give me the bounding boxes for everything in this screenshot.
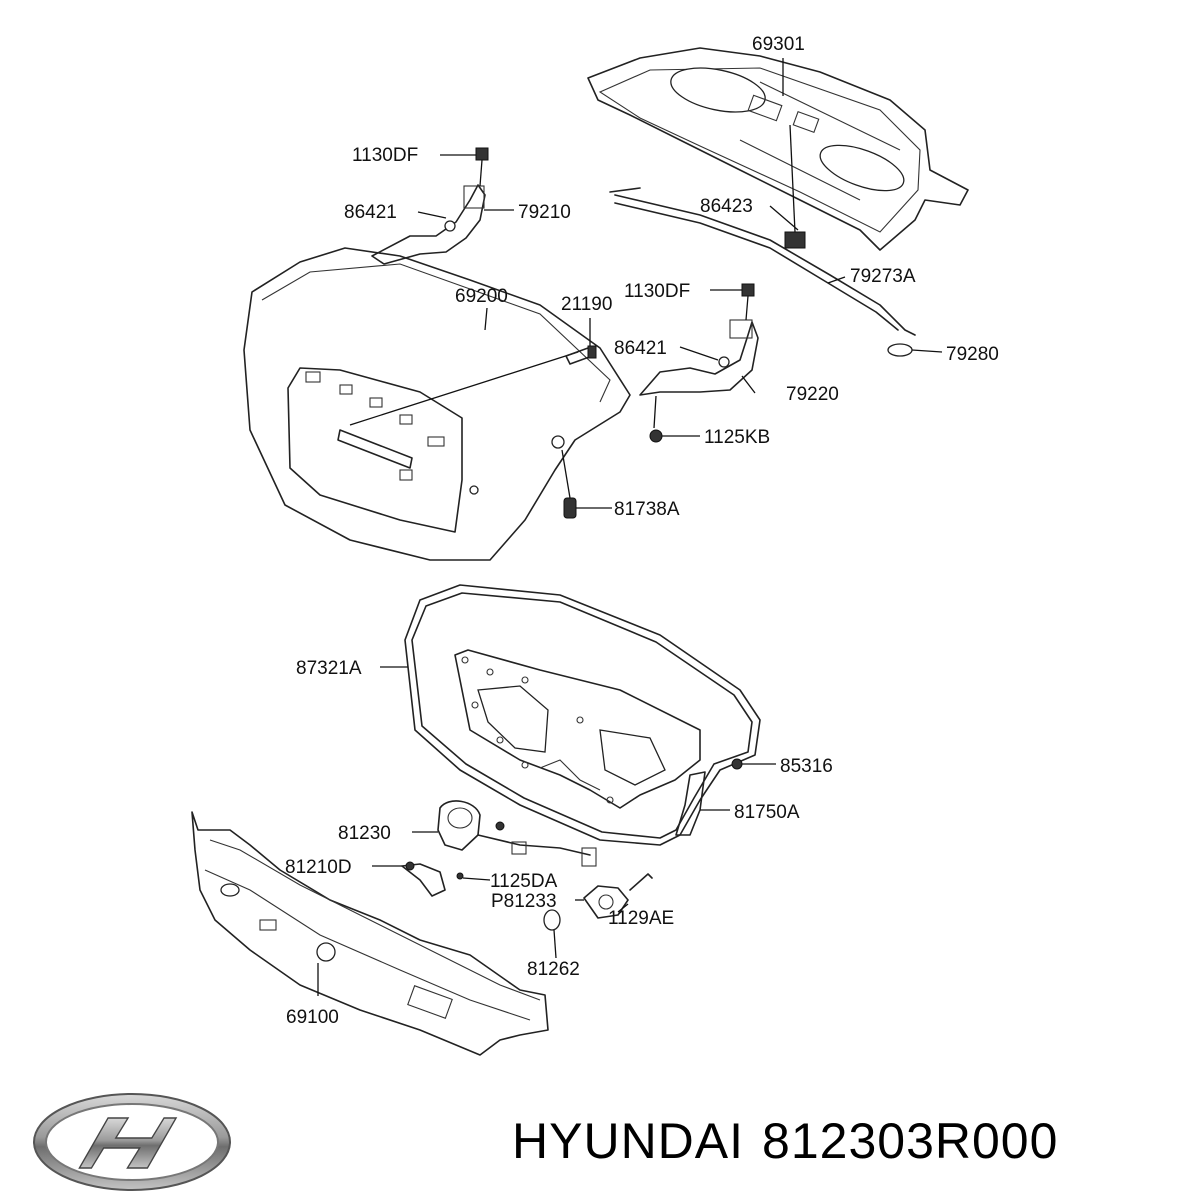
callout-79210: 79210 xyxy=(518,202,571,223)
trunk-lid-69200 xyxy=(243,247,631,561)
callout-86421-left: 86421 xyxy=(344,202,397,223)
callout-1130DF-left: 1130DF xyxy=(352,145,418,166)
callout-86423: 86423 xyxy=(700,196,753,217)
callout-69200: 69200 xyxy=(455,286,508,307)
weatherstrip-87321A xyxy=(380,584,761,846)
hyundai-logo-icon xyxy=(33,1093,231,1191)
brand-name: HYUNDAI xyxy=(512,1113,745,1169)
cable-end-79280 xyxy=(887,343,943,357)
callout-81230: 81230 xyxy=(338,823,391,844)
callout-86421-right: 86421 xyxy=(614,338,667,359)
callout-P81233: P81233 xyxy=(491,891,557,912)
striker-81210D xyxy=(372,861,491,897)
rear-lower-panel-69100 xyxy=(191,811,549,1056)
callout-1125DA: 1125DA xyxy=(490,871,558,892)
trim-81750A xyxy=(675,771,730,836)
clip-85316 xyxy=(731,758,776,770)
callout-79280: 79280 xyxy=(946,344,999,365)
callout-79220: 79220 xyxy=(786,384,839,405)
right-hinge-79220 xyxy=(639,283,759,429)
callout-1130DF-right: 1130DF xyxy=(624,281,690,302)
latch-81230 xyxy=(412,800,597,867)
trunk-inner-panel xyxy=(454,649,701,809)
callout-1125KB: 1125KB xyxy=(704,427,770,448)
release-cable-79273A xyxy=(609,124,916,336)
callout-21190: 21190 xyxy=(561,294,612,315)
callout-69301: 69301 xyxy=(752,34,805,55)
grommet-81262 xyxy=(543,909,561,959)
key-cylinder-P81233 xyxy=(575,873,653,919)
left-hinge-79210 xyxy=(371,147,514,265)
bumper-stop-81738A xyxy=(561,449,612,519)
callout-81210D: 81210D xyxy=(285,857,352,878)
callout-69100: 69100 xyxy=(286,1007,339,1028)
callout-81738A: 81738A xyxy=(614,499,680,520)
rear-upper-panel-69301 xyxy=(587,47,969,251)
callout-85316: 85316 xyxy=(780,756,833,777)
callout-1129AE: 1129AE xyxy=(608,908,674,929)
part-caption: HYUNDAI 812303R000 xyxy=(512,1112,1076,1170)
callout-81262: 81262 xyxy=(527,959,580,980)
callout-81750A: 81750A xyxy=(734,802,800,823)
callout-79273A: 79273A xyxy=(850,266,916,287)
callout-87321A: 87321A xyxy=(296,658,362,679)
part-number: 812303R000 xyxy=(762,1113,1059,1169)
bolt-1125KB xyxy=(649,429,700,443)
bolt-21190 xyxy=(565,318,597,365)
